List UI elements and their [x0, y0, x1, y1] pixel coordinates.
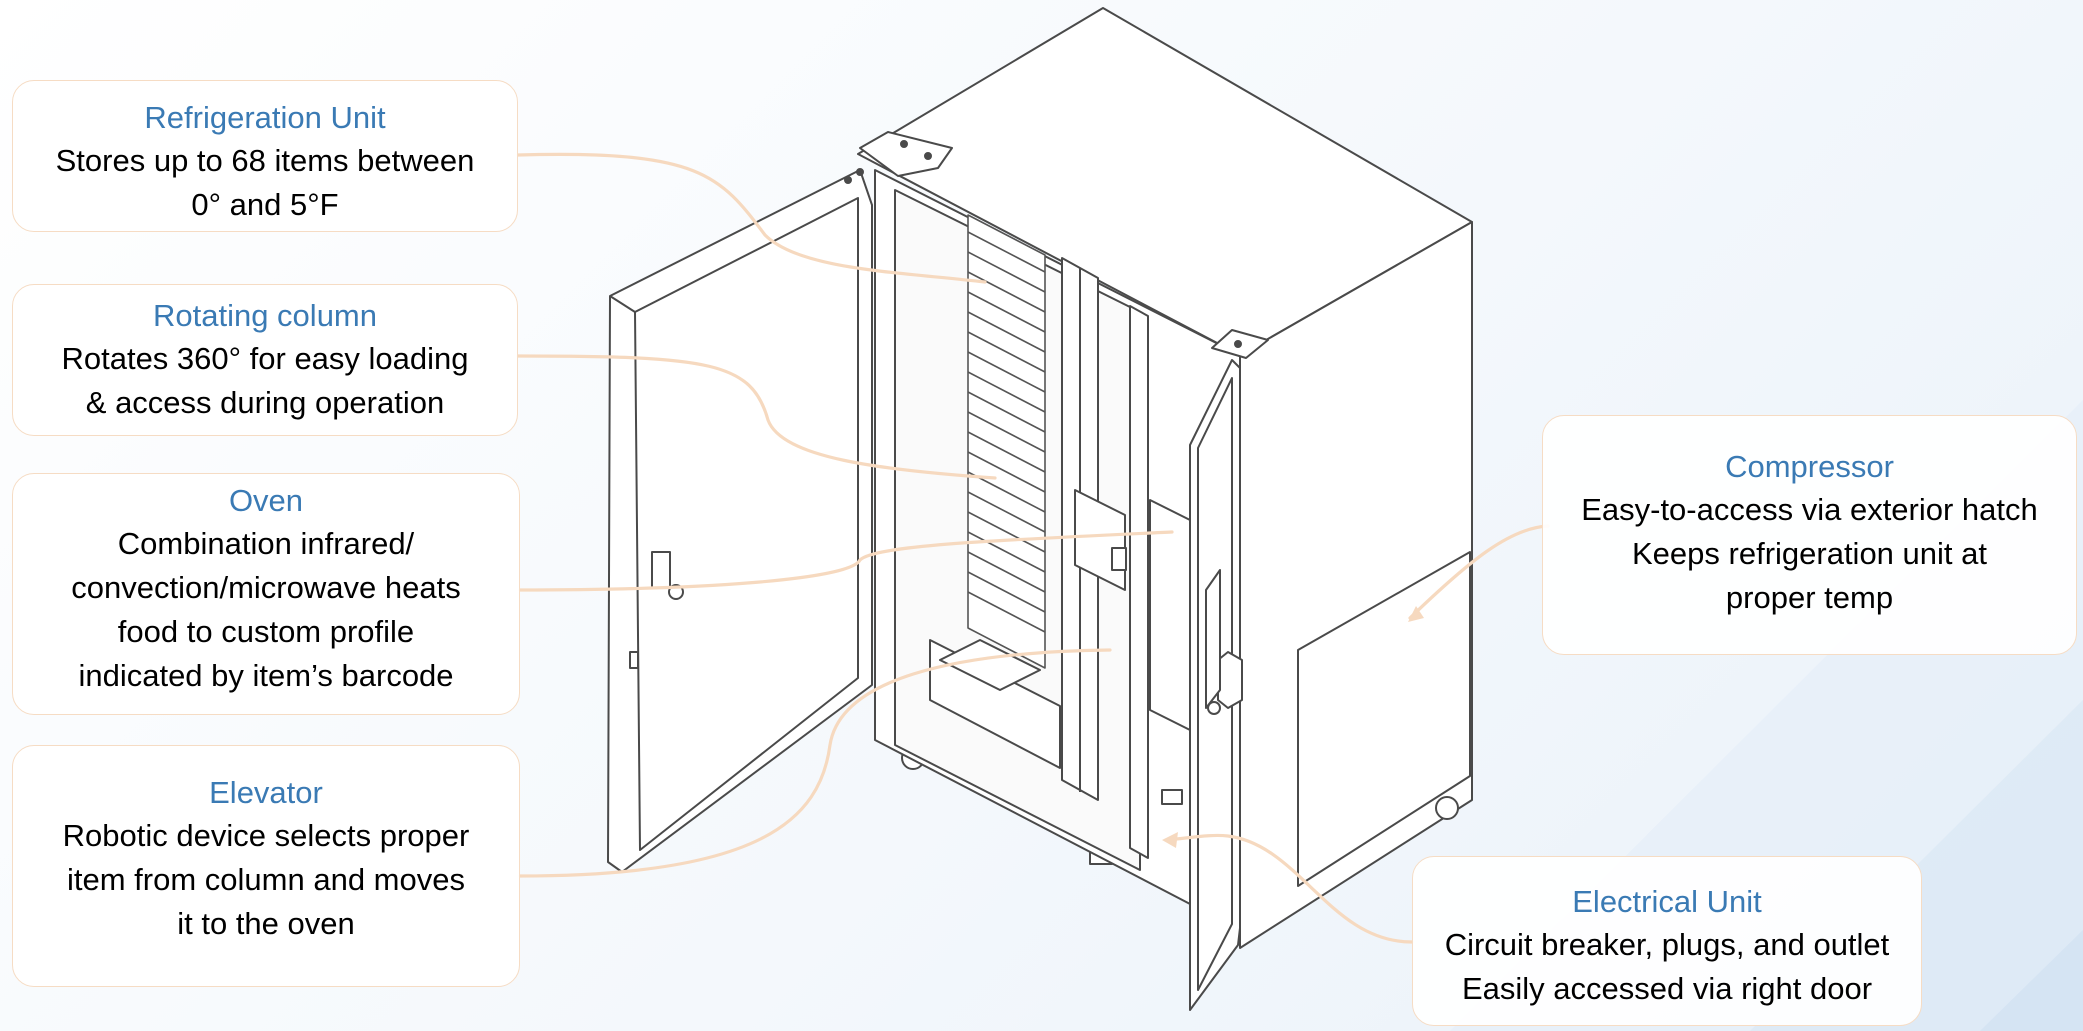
callout-text: Circuit breaker, plugs, and outlet [1444, 927, 1890, 962]
callout-oven: Oven Combination infrared/ convection/mi… [12, 473, 520, 715]
oven-housing [1129, 305, 1149, 859]
callout-compressor: Compressor Easy-to-access via exterior h… [1542, 415, 2077, 655]
callout-text: food to custom profile [117, 614, 415, 649]
callout-title: Compressor [1725, 449, 1894, 484]
callout-text: proper temp [1725, 580, 1894, 615]
callout-title: Oven [228, 483, 304, 518]
callout-refrigeration-unit: Refrigeration Unit Stores up to 68 items… [12, 80, 518, 232]
caster-wheel [1435, 796, 1459, 820]
callout-title: Electrical Unit [1572, 884, 1762, 919]
leader-lines [516, 152, 1550, 944]
leader-rotating-column [516, 354, 997, 480]
callout-text: 0° and 5°F [191, 187, 339, 222]
top-bracket-left [859, 131, 953, 177]
callout-title: Elevator [209, 775, 323, 810]
leader-compressor [1408, 524, 1550, 620]
callout-text: Keeps refrigeration unit at [1632, 536, 1987, 571]
callout-text: it to the oven [177, 906, 355, 941]
callout-title: Rotating column [152, 298, 377, 333]
callout-electrical-unit: Electrical Unit Circuit breaker, plugs, … [1412, 856, 1922, 1026]
callout-text: Robotic device selects proper [62, 818, 470, 853]
callout-title: Refrigeration Unit [144, 100, 386, 135]
callout-elevator: Elevator Robotic device selects proper i… [12, 745, 520, 987]
callout-text: indicated by item’s barcode [78, 658, 454, 693]
door-handle [1217, 651, 1243, 709]
callout-text: Combination infrared/ [117, 526, 415, 561]
leader-electrical [1164, 833, 1414, 944]
callout-text: Rotates 360° for easy loading [61, 341, 469, 376]
door-display [1205, 569, 1221, 709]
rotating-column-shelves [967, 214, 1046, 669]
callout-text: Easy-to-access via exterior hatch [1581, 492, 2038, 527]
leader-refrigeration [516, 152, 987, 284]
callout-text: Easily accessed via right door [1461, 971, 1873, 1006]
callout-text: & access during operation [85, 385, 445, 420]
callout-text: Stores up to 68 items between [55, 143, 475, 178]
leader-elevator [518, 648, 1112, 878]
leader-oven [518, 530, 1174, 592]
callout-text: convection/microwave heats [71, 570, 461, 605]
arrowheads [1162, 606, 1424, 848]
callout-rotating-column: Rotating column Rotates 360° for easy lo… [12, 284, 518, 436]
compressor-hatch [1297, 551, 1471, 887]
callout-text: item from column and moves [67, 862, 465, 897]
